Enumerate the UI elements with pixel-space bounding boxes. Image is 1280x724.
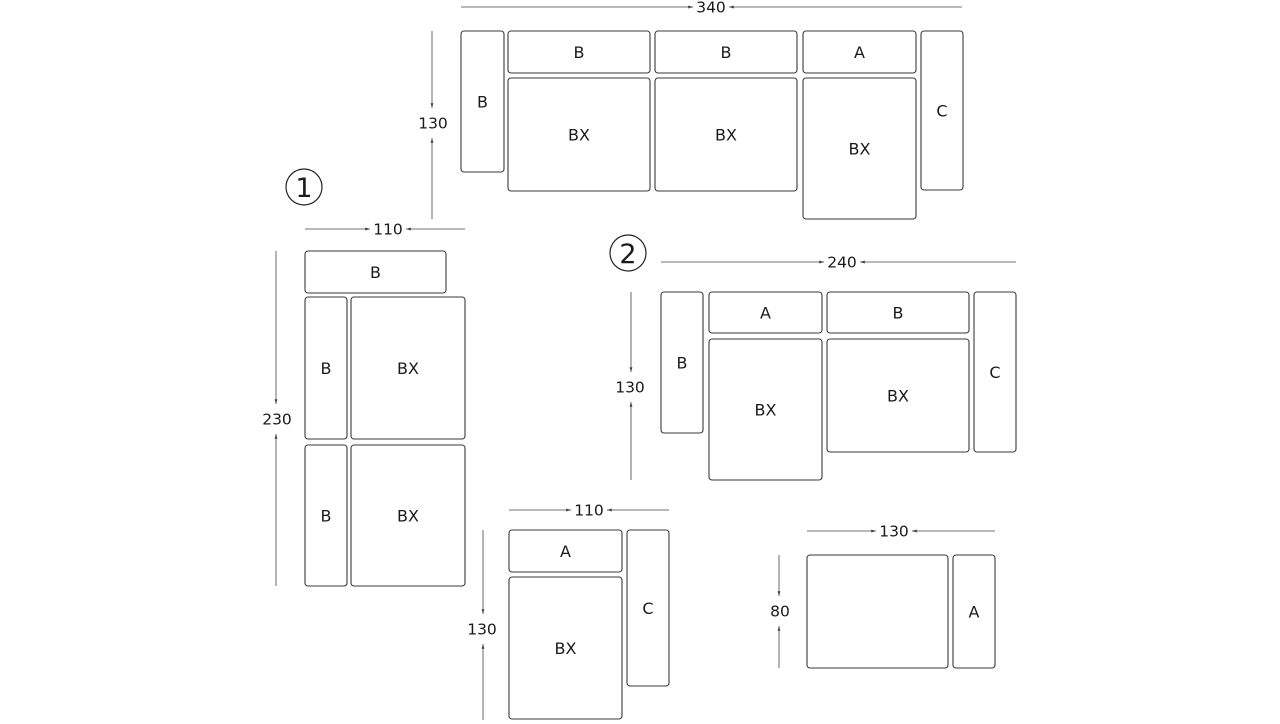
sofa-module (350, 444, 466, 587)
sofa-module (654, 77, 798, 192)
module-label: C (936, 102, 947, 121)
sofa-module (507, 30, 651, 74)
depth-dimension-label: 130 (615, 379, 645, 397)
layout-number-badge (285, 168, 323, 206)
width-dimension-label: 240 (827, 254, 857, 272)
width-dimension-label: 130 (879, 523, 909, 541)
sofa-module (508, 529, 623, 573)
module-label: B (721, 43, 732, 62)
module-label: B (370, 263, 381, 282)
module-label: B (677, 354, 688, 373)
layout-2: 2B A B BX BX C 240 130 (609, 234, 1017, 481)
sofa-module (826, 291, 970, 334)
sofa-module (802, 77, 917, 220)
layout-bottom-right: A 130 80 (770, 523, 996, 669)
module-label: B (321, 359, 332, 378)
module-label: BX (715, 126, 737, 145)
sofa-module (508, 576, 623, 720)
layout-number-text: 1 (295, 173, 312, 204)
sofa-module (806, 554, 949, 669)
layout-1: 1B B BX B BX 110 230 (262, 168, 466, 587)
width-dimension-label: 340 (696, 0, 726, 17)
layout-bottom-middle: A BX C 110 130 (467, 502, 670, 720)
sofa-module (654, 30, 798, 74)
sofa-module (826, 338, 970, 453)
module-label: BX (555, 639, 577, 658)
width-dimension-label: 110 (574, 502, 604, 520)
module-label: B (477, 93, 488, 112)
module-label: A (969, 603, 980, 622)
sofa-module (802, 30, 917, 74)
sofa-module (304, 296, 348, 440)
depth-dimension-label: 130 (418, 115, 448, 133)
sofa-module (660, 291, 704, 434)
module-label: A (854, 43, 865, 62)
module-label: B (574, 43, 585, 62)
layout-number-text: 2 (619, 239, 636, 270)
module-label: BX (397, 359, 419, 378)
module-label: C (642, 599, 653, 618)
depth-dimension-label: 80 (770, 603, 790, 621)
module-label: BX (397, 507, 419, 526)
sofa-module (350, 296, 466, 440)
module-label: BX (887, 387, 909, 406)
sofa-module (304, 250, 447, 294)
sofa-module (507, 77, 651, 192)
module-label: BX (568, 126, 590, 145)
module-label: B (893, 304, 904, 323)
sofa-module (920, 30, 964, 191)
sofa-module (973, 291, 1017, 453)
sofa-module (626, 529, 670, 687)
layout-top: B B B A BX BX BX C 340 130 (418, 0, 964, 220)
sofa-module (952, 554, 996, 669)
layout-number-badge (609, 234, 647, 272)
module-label: A (760, 304, 771, 323)
width-dimension-label: 110 (373, 221, 403, 239)
module-label: C (989, 363, 1000, 382)
module-label: A (560, 542, 571, 561)
sofa-module (304, 444, 348, 587)
module-label: BX (755, 401, 777, 420)
sofa-module (708, 338, 823, 481)
module-label: BX (849, 140, 871, 159)
sofa-module (460, 30, 505, 173)
sofa-module (708, 291, 823, 334)
module-label: B (321, 507, 332, 526)
depth-dimension-label: 230 (262, 411, 292, 429)
depth-dimension-label: 130 (467, 621, 497, 639)
